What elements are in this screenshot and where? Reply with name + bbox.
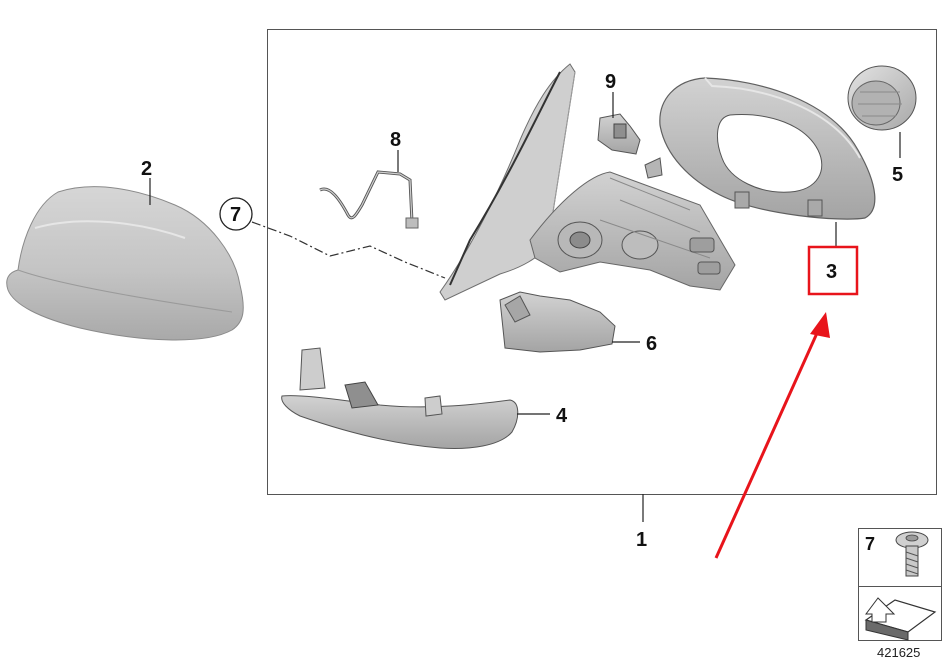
highlight-arrow	[714, 321, 824, 559]
reference-number: 421625	[877, 645, 920, 660]
assembly-note-icon	[864, 597, 937, 641]
callout-7: 7	[230, 204, 241, 226]
turn-signal-part[interactable]	[281, 347, 519, 449]
callout-2: 2	[141, 158, 152, 180]
leader-line-7	[251, 221, 446, 279]
mirror-housing-frame-part[interactable]	[644, 77, 876, 220]
callout-5: 5	[892, 164, 903, 186]
mirror-adjuster-part[interactable]	[529, 171, 736, 291]
connector-part[interactable]	[597, 113, 641, 155]
lower-cover-part[interactable]	[499, 291, 616, 353]
assembly-frame	[267, 29, 937, 495]
mirror-cap-part[interactable]	[6, 186, 244, 341]
highlight-arrow-head	[810, 312, 830, 338]
callout-7-circle	[219, 197, 253, 231]
mirror-motor-part[interactable]	[847, 65, 917, 131]
callout-3-highlight-box	[807, 245, 859, 296]
wiring-harness-part[interactable]	[319, 170, 419, 229]
screw-icon	[895, 531, 929, 577]
legend-screw-number: 7	[865, 534, 875, 554]
callout-1: 1	[636, 529, 647, 551]
callout-4: 4	[556, 405, 568, 427]
callout-9: 9	[605, 71, 616, 93]
callout-3: 3	[826, 261, 837, 283]
callout-8: 8	[390, 129, 401, 151]
callout-6: 6	[646, 333, 657, 355]
